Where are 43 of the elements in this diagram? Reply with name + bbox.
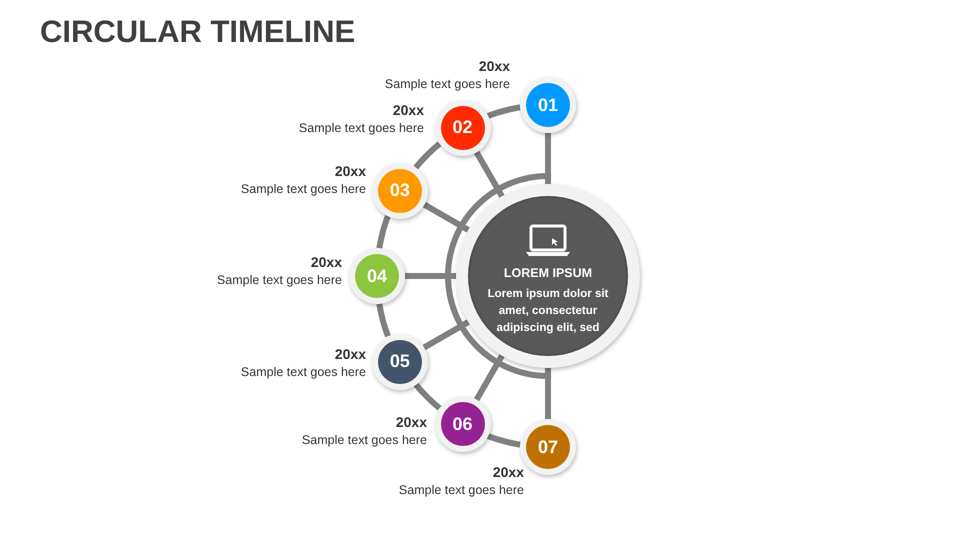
- timeline-marker: [520, 77, 576, 133]
- year-label: 20xx: [334, 346, 366, 362]
- description-text: Sample text goes here: [398, 483, 524, 497]
- connector-line: [376, 214, 391, 249]
- connector-line: [474, 354, 505, 402]
- step-number: 03: [378, 168, 422, 212]
- connector-line: [545, 133, 551, 184]
- year-label: 20xx: [478, 58, 510, 74]
- connector-line: [405, 273, 456, 279]
- timeline-marker: [372, 162, 428, 218]
- description-text: Sample text goes here: [216, 273, 342, 287]
- connector-line: [486, 433, 521, 448]
- center-description: Lorem ipsum dolor sit amet, consectetur adipiscing elit, sed: [486, 287, 610, 336]
- connector-line: [422, 202, 470, 233]
- description-text: Sample text goes here: [240, 182, 366, 196]
- timeline-marker: [434, 396, 490, 452]
- connector-line: [414, 142, 442, 170]
- step-number: 02: [440, 106, 484, 150]
- step-number: 05: [378, 340, 422, 384]
- year-label: 20xx: [396, 414, 427, 430]
- year-label: 20xx: [392, 102, 424, 118]
- title: CIRCULAR TIMELINE: [40, 14, 356, 50]
- center-heading: LOREM IPSUM: [502, 266, 594, 280]
- year-label: 20xx: [310, 254, 342, 270]
- description-text: Sample text goes here: [240, 365, 366, 379]
- year-label: 20xx: [492, 464, 524, 480]
- description-text: Sample text goes here: [302, 433, 427, 447]
- connector-line: [376, 303, 391, 338]
- connector-line: [422, 319, 470, 350]
- step-number: 01: [526, 83, 570, 127]
- connector-line: [474, 150, 505, 198]
- description-text: Sample text goes here: [384, 77, 510, 91]
- connector-line: [414, 382, 442, 410]
- timeline-marker: [349, 248, 405, 304]
- connector-line: [545, 368, 551, 419]
- step-number: 06: [440, 402, 484, 446]
- connector-line: [486, 104, 521, 119]
- year-label: 20xx: [334, 163, 366, 179]
- timeline-marker: [372, 334, 428, 390]
- timeline-marker: [434, 100, 490, 156]
- step-number: 04: [355, 254, 399, 298]
- description-text: Sample text goes here: [298, 121, 424, 135]
- step-number: 07: [526, 425, 570, 469]
